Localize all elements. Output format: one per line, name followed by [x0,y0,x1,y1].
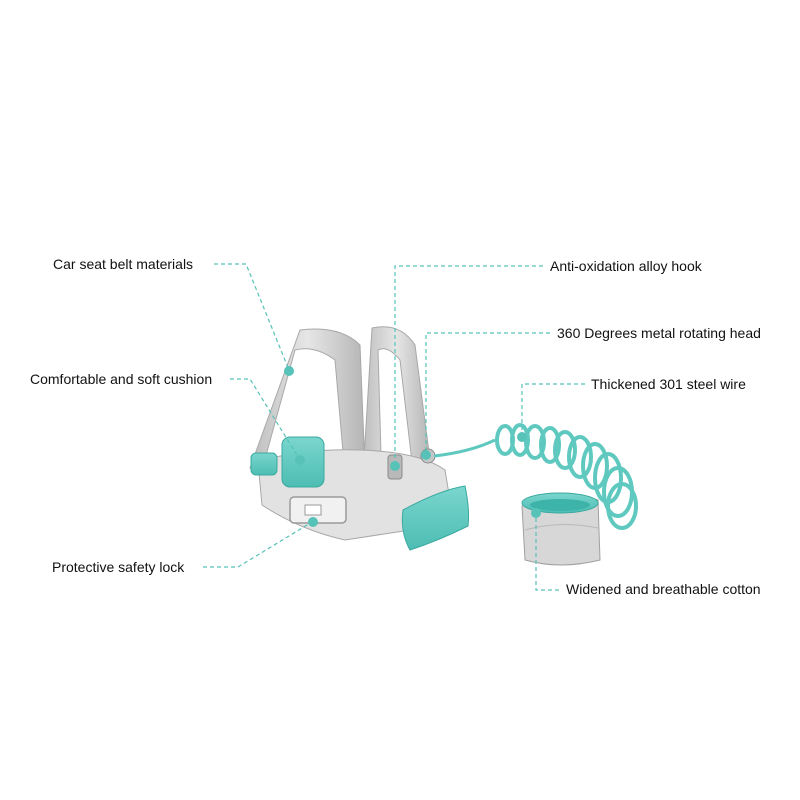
label-safety-lock: Protective safety lock [52,559,185,575]
left-shoulder-strap [249,328,366,476]
marker-dot-car-seat-belt [284,366,294,376]
label-alloy-hook: Anti-oxidation alloy hook [550,258,702,274]
leader-cotton [535,514,559,591]
leader-car-seat-belt [214,263,290,371]
marker-dot-steel-wire [517,432,527,442]
leader-rotating-head [425,332,550,452]
right-cushion-pad [401,485,470,551]
label-cushion: Comfortable and soft cushion [30,371,213,387]
label-rotating-head: 360 Degrees metal rotating head [557,325,761,341]
marker-dot-rotating-head [421,450,431,460]
marker-dot-cushion [295,455,305,465]
marker-dot-safety-lock [308,517,318,527]
marker-dot-cotton [531,508,541,518]
coiled-steel-wire [495,423,638,530]
leader-steel-wire [521,383,585,436]
coil-connector [433,438,496,458]
buckle-slot [304,504,322,516]
leader-alloy-hook [394,265,543,462]
wrist-cuff [521,492,601,566]
label-car-seat-belt: Car seat belt materials [53,256,194,272]
belt-pad-left [250,452,278,476]
label-cotton: Widened and breathable cotton [566,581,761,597]
label-steel-wire: Thickened 301 steel wire [591,376,746,392]
leader-safety-lock [203,521,313,568]
marker-dot-alloy-hook [390,461,400,471]
